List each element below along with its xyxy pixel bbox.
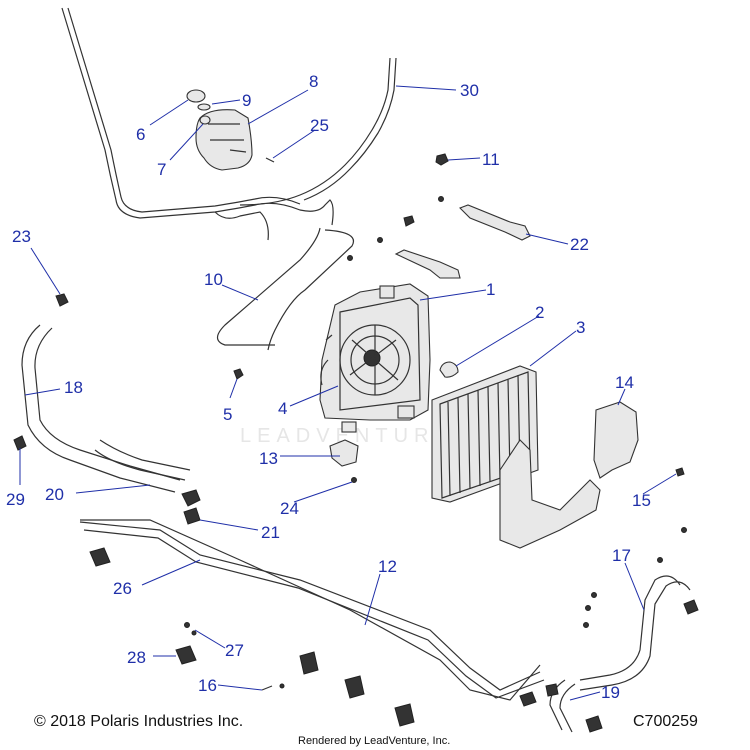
part-20-hose — [94, 439, 191, 481]
callout-19: 19 — [601, 683, 620, 702]
part-15-fastener — [675, 467, 685, 477]
pipe-mount — [344, 675, 365, 699]
fastener-icon — [377, 237, 383, 243]
part-4-fan-motor — [320, 334, 333, 386]
part-18-hose — [21, 324, 181, 493]
hose-clamp — [683, 599, 699, 615]
part-21-clamp — [183, 507, 201, 525]
fastener-icon — [279, 683, 285, 689]
part-30-tube — [61, 7, 397, 241]
part-10-hose — [216, 227, 354, 351]
callout-7: 7 — [157, 160, 166, 179]
fastener-icon — [657, 557, 663, 563]
callout-20: 20 — [45, 485, 64, 504]
callout-16: 16 — [198, 676, 217, 695]
callout-30: 30 — [460, 81, 479, 100]
part-21-clamp — [181, 489, 201, 507]
callout-18: 18 — [64, 378, 83, 397]
part-6-cap — [186, 89, 206, 103]
callout-1: 1 — [486, 280, 495, 299]
fastener-icon — [583, 622, 589, 628]
part-2-mount — [439, 361, 459, 378]
part-12-pipe — [79, 521, 545, 699]
pipe-mount — [89, 547, 111, 567]
hose-clamp — [585, 715, 603, 733]
part-23-fitting — [55, 293, 69, 307]
rendered-by-text: Rendered by LeadVenture, Inc. — [298, 735, 450, 747]
callout-6: 6 — [136, 125, 145, 144]
callout-29: 29 — [6, 490, 25, 509]
watermark-text: LEADVENTURE — [240, 425, 454, 447]
callout-28: 28 — [127, 648, 146, 667]
fastener-icon — [585, 605, 591, 611]
part-17-hose — [579, 575, 691, 691]
callout-8: 8 — [309, 72, 318, 91]
part-22-bracket — [459, 204, 531, 241]
diagram-id: C700259 — [633, 713, 698, 730]
callout-11: 11 — [482, 150, 500, 169]
fastener-icon — [403, 215, 415, 227]
callout-24: 24 — [280, 499, 299, 518]
leader-lines — [19, 85, 677, 701]
fastener-icon — [681, 527, 687, 533]
bracket-tab — [397, 405, 415, 419]
pipe-mount — [299, 651, 319, 675]
part-7-neck — [199, 115, 211, 125]
callout-10: 10 — [204, 270, 223, 289]
part-25-screw — [265, 157, 275, 163]
part-14-side-shroud — [593, 401, 639, 479]
callout-12: 12 — [378, 557, 397, 576]
callout-21: 21 — [261, 523, 280, 542]
callout-5: 5 — [223, 405, 232, 424]
callout-22: 22 — [570, 235, 589, 254]
part-16-bolt — [261, 685, 273, 691]
part-28-grommet — [175, 645, 197, 665]
part-26-pipe — [80, 519, 541, 701]
part-1-fan-shroud — [319, 283, 431, 421]
part-13-bracket-tab — [341, 421, 357, 433]
callout-25: 25 — [310, 116, 329, 135]
part-27-bolt — [191, 630, 197, 636]
part-9-gasket — [197, 103, 211, 111]
pipe-mount — [394, 703, 415, 727]
callout-17: 17 — [612, 546, 631, 565]
callout-labels: 1 2 3 4 5 6 7 8 9 10 11 12 13 14 15 16 1… — [6, 72, 651, 702]
callout-14: 14 — [615, 373, 634, 392]
copyright-text: © 2018 Polaris Industries Inc. — [34, 713, 243, 730]
part-11-nut — [435, 153, 449, 166]
lower-shroud — [499, 439, 601, 549]
fastener-icon — [438, 196, 444, 202]
callout-4: 4 — [278, 399, 287, 418]
callout-9: 9 — [242, 91, 251, 110]
fastener-icon — [347, 255, 353, 261]
part-13-bracket — [329, 439, 359, 467]
callout-15: 15 — [632, 491, 651, 510]
part-27-bolt — [184, 622, 190, 628]
part-8-reservoir — [195, 109, 253, 171]
fastener-icon — [591, 592, 597, 598]
part-24-bolt — [351, 477, 357, 483]
fan-top-bracket — [394, 249, 461, 279]
callout-3: 3 — [576, 318, 585, 337]
callout-27: 27 — [225, 641, 244, 660]
callout-13: 13 — [259, 449, 278, 468]
hose-clamp — [545, 683, 559, 697]
part-29-clamp — [13, 435, 27, 451]
callout-23: 23 — [12, 227, 31, 246]
part-5-clip — [233, 368, 244, 380]
callout-2: 2 — [535, 303, 544, 322]
callout-26: 26 — [113, 579, 132, 598]
hose-clamp — [519, 691, 537, 707]
